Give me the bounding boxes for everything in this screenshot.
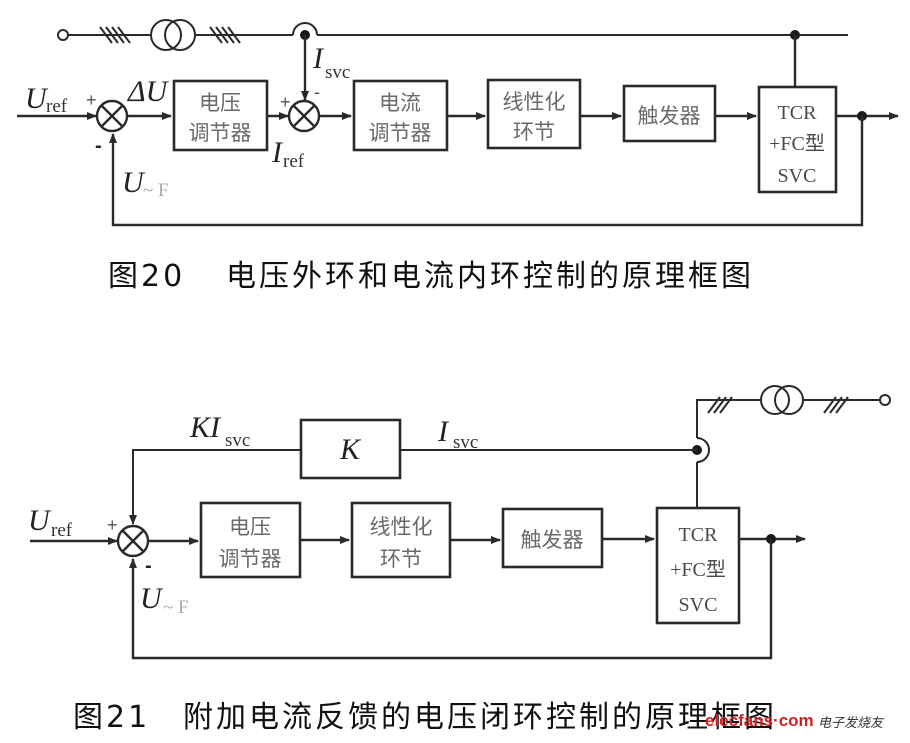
- figure-21: I svc K KI svc U ref + - 电压 调节器: [28, 385, 891, 735]
- figure-20: U ref + - ΔU 电压 调节器 I ref + - I: [17, 19, 899, 294]
- block-svc: TCR +FC型 SVC: [655, 506, 741, 625]
- three-phase-hatch-icon: [707, 396, 733, 414]
- block-label: 触发器: [638, 104, 701, 128]
- crossover-bump-icon: [292, 22, 318, 36]
- figure-20-caption-text: 电压外环和电流内环控制的原理框图: [226, 259, 754, 294]
- voltage-feedback-wire: [109, 116, 864, 227]
- block-voltage-regulator: 电压 调节器: [199, 501, 302, 579]
- transformer-icon: [150, 19, 196, 51]
- uref-label: U: [28, 504, 52, 537]
- block-linearization: 线性化 环节: [486, 78, 582, 150]
- sum2-plus-sign: +: [280, 92, 291, 112]
- block-label: 环节: [513, 120, 555, 144]
- block-label: 线性化: [503, 90, 566, 114]
- three-phase-hatch-icon: [823, 396, 849, 414]
- summing-junction-2: [287, 99, 321, 133]
- ki-svc-label: KI: [189, 411, 222, 444]
- iref-label: I: [271, 136, 284, 169]
- isvc-subscript: svc: [453, 432, 478, 453]
- block-label: 触发器: [521, 528, 584, 552]
- ki-svc-wire: [129, 449, 301, 525]
- block-label: 调节器: [369, 121, 432, 145]
- block-label: TCR: [679, 524, 719, 546]
- uf-subscript: ~ F: [143, 180, 169, 201]
- block-label: 调节器: [219, 547, 282, 571]
- summing-junction: [116, 524, 150, 558]
- ki-svc-subscript: svc: [225, 430, 250, 451]
- uf-subscript: ~ F: [163, 597, 189, 618]
- block-label: 环节: [380, 547, 422, 571]
- block-label: 线性化: [370, 515, 433, 539]
- watermark-logo: elecfans·com: [705, 711, 814, 730]
- power-line-top: [57, 19, 848, 87]
- watermark: elecfans·com 电子发烧友: [705, 711, 885, 731]
- iref-subscript: ref: [283, 151, 305, 172]
- crossover-bump-icon: [696, 437, 710, 463]
- block-svc: TCR +FC型 SVC: [757, 85, 838, 194]
- sum-minus-sign: -: [145, 555, 152, 577]
- block-label: TCR: [778, 102, 818, 124]
- block-label: K: [339, 433, 362, 466]
- block-label: 电压: [229, 515, 271, 539]
- isvc-label: I: [312, 42, 325, 75]
- block-label: +FC型: [769, 132, 825, 155]
- sum-plus-sign: +: [107, 515, 118, 535]
- uref-subscript: ref: [46, 96, 68, 117]
- figure-21-caption-number: 图21: [73, 700, 150, 735]
- block-label: +FC型: [670, 558, 726, 581]
- isvc-subscript: svc: [325, 62, 350, 83]
- three-phase-hatch-icon: [99, 26, 131, 44]
- block-label: 电流: [379, 91, 421, 115]
- transformer-icon: [760, 385, 804, 415]
- summing-junction-1: [95, 99, 129, 133]
- block-label: 电压: [199, 91, 241, 115]
- sum1-minus-sign: -: [95, 135, 102, 157]
- figure-21-caption-text: 附加电流反馈的电压闭环控制的原理框图: [183, 700, 777, 735]
- uref-subscript: ref: [51, 520, 73, 541]
- uref-label: U: [25, 82, 49, 115]
- uf-label: U: [140, 582, 164, 615]
- block-trigger: 触发器: [622, 84, 717, 143]
- block-label: SVC: [778, 165, 817, 187]
- uf-label: U: [122, 166, 146, 199]
- delta-u-label: ΔU: [127, 75, 170, 108]
- figure-20-caption-number: 图20: [108, 259, 185, 294]
- block-current-regulator: 电流 调节器: [352, 79, 449, 152]
- terminal-icon: [57, 29, 69, 41]
- power-line-top: [692, 385, 891, 508]
- three-phase-hatch-icon: [209, 26, 241, 44]
- block-voltage-regulator: 电压 调节器: [172, 79, 269, 152]
- voltage-feedback-wire: [129, 539, 773, 660]
- isvc-label: I: [437, 415, 450, 448]
- terminal-icon: [879, 394, 891, 406]
- watermark-text: 电子发烧友: [818, 716, 885, 731]
- block-trigger: 触发器: [501, 507, 604, 569]
- sum1-plus-sign: +: [86, 90, 97, 110]
- block-gain-k: K: [299, 418, 402, 480]
- block-label: SVC: [679, 594, 718, 616]
- block-label: 调节器: [189, 121, 252, 145]
- sum2-minus-sign: -: [314, 82, 320, 102]
- block-linearization: 线性化 环节: [350, 501, 452, 579]
